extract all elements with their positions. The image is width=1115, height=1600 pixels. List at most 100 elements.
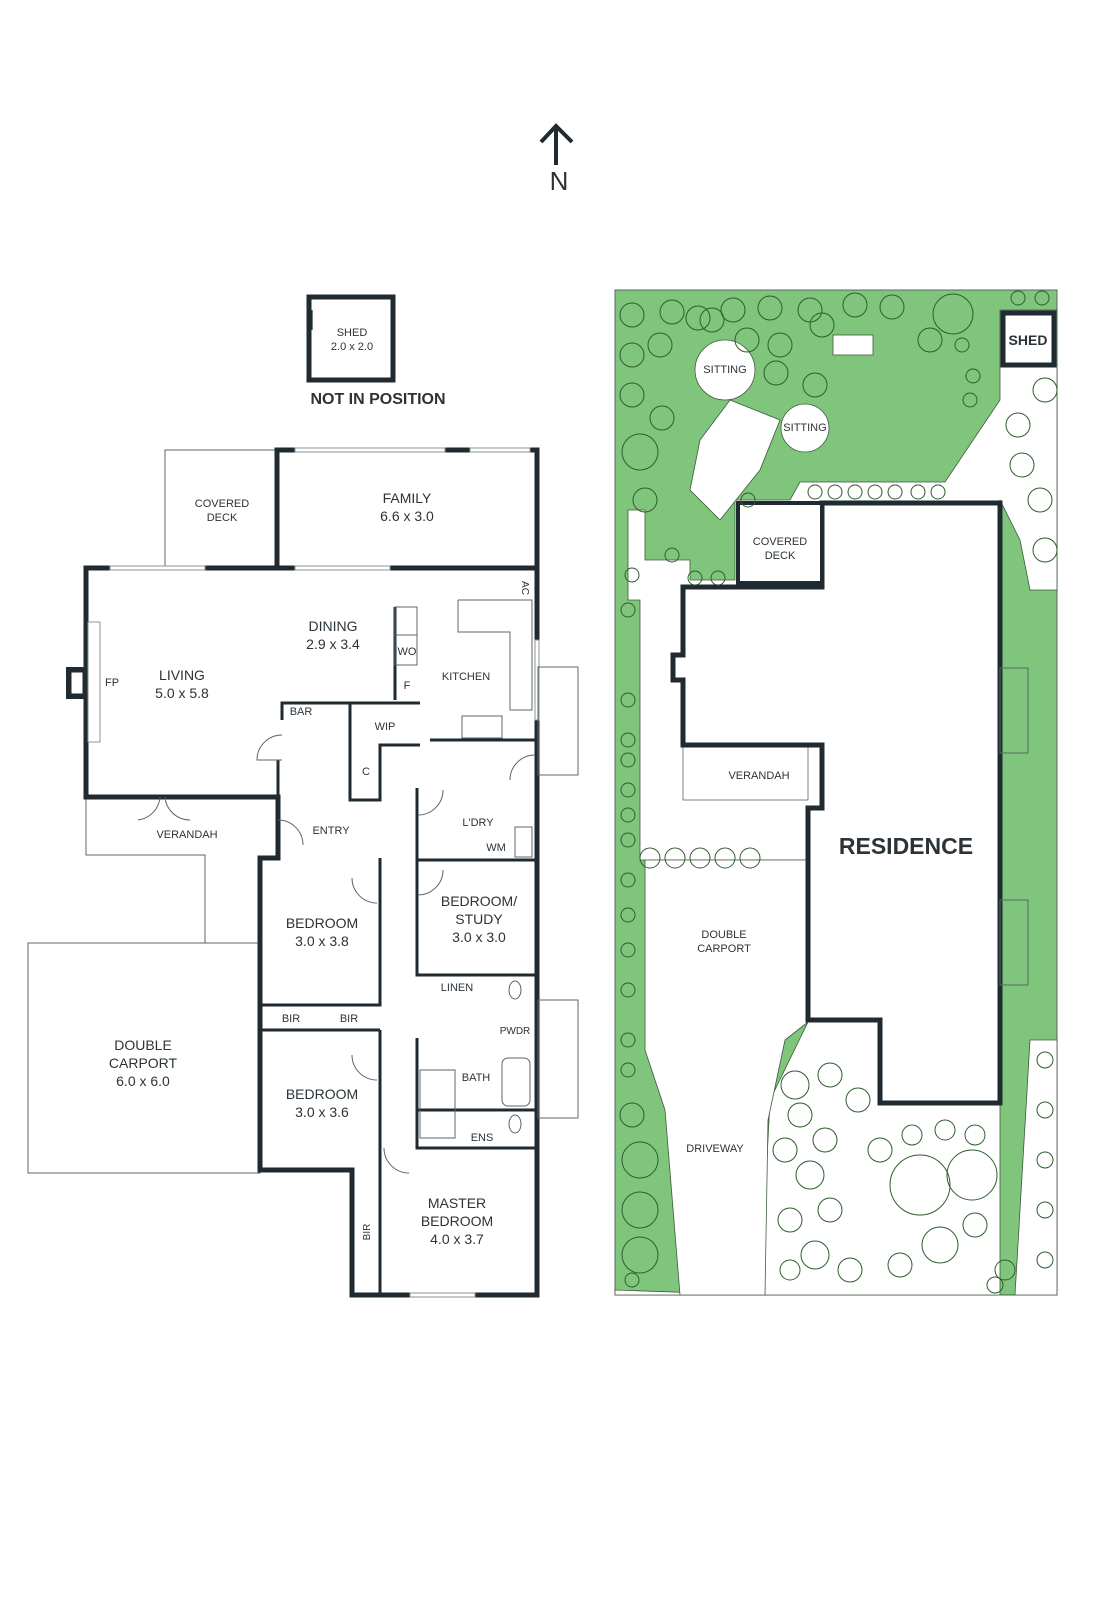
tree-icon	[847, 484, 863, 500]
trees	[619, 290, 1058, 1294]
tree-icon	[994, 1259, 1016, 1281]
laundry-label: L'DRY	[462, 817, 494, 829]
tree-icon	[962, 392, 978, 408]
family-label: FAMILY	[383, 490, 432, 506]
kitchen-label: KITCHEN	[442, 671, 490, 683]
site-carport-label: DOUBLE	[701, 929, 746, 941]
tree-icon	[632, 487, 658, 513]
tree-icon	[620, 752, 636, 768]
cooktop-icon	[461, 715, 503, 739]
north-label: N	[550, 166, 569, 196]
floor-plan-labels: COVERED DECK FAMILY 6.6 x 3.0 DINING 2.9…	[105, 490, 530, 1247]
tree-icon	[946, 1149, 998, 1201]
window	[294, 447, 446, 453]
ac-label: AC	[519, 581, 530, 595]
tree-icon	[842, 292, 868, 318]
tree-icon	[887, 484, 903, 500]
site-covered-deck	[736, 501, 824, 585]
tree-icon	[827, 484, 843, 500]
washing-machine-icon	[514, 826, 533, 858]
tree-icon	[962, 1212, 988, 1238]
bath-label: BATH	[462, 1072, 491, 1084]
tree-icon	[639, 847, 661, 869]
tree-icon	[620, 832, 636, 848]
covered-deck-label: COVERED	[195, 498, 249, 510]
family-size: 6.6 x 3.0	[380, 508, 434, 524]
not-in-position-note: NOT IN POSITION	[310, 391, 445, 408]
tree-icon	[817, 1062, 843, 1088]
tree-icon	[1005, 412, 1031, 438]
sitting-label: SITTING	[703, 364, 746, 376]
ensuite-label: ENS	[471, 1132, 494, 1144]
shed-outline	[306, 294, 396, 383]
tree-icon	[619, 302, 645, 328]
bedroom2-label: BEDROOM	[286, 1086, 358, 1102]
bedroom2-size: 3.0 x 3.6	[295, 1104, 349, 1120]
stairs	[537, 666, 579, 1119]
window	[294, 565, 391, 571]
tree-icon	[763, 360, 789, 386]
tree-icon	[687, 570, 703, 586]
living-size: 5.0 x 5.8	[155, 685, 209, 701]
tree-icon	[787, 1102, 813, 1128]
tree-icon	[800, 1240, 830, 1270]
tree-icon	[817, 1197, 843, 1223]
site-plan	[614, 289, 1058, 1296]
fp-label: FP	[105, 677, 119, 689]
carport-label-2: CARPORT	[109, 1055, 178, 1071]
tree-icon	[910, 484, 926, 500]
tree-icon	[921, 1226, 959, 1264]
tree-icon	[867, 1137, 893, 1163]
tree-icon	[1034, 290, 1050, 306]
toilet-icon	[508, 980, 522, 1000]
tree-icon	[740, 492, 756, 508]
tree-icon	[777, 1207, 803, 1233]
tree-icon	[620, 942, 636, 958]
tree-icon	[659, 299, 685, 325]
bir-label: BIR	[362, 1224, 373, 1241]
window	[469, 447, 531, 453]
site-stairs	[999, 899, 1029, 986]
north-arrow-icon	[539, 123, 574, 165]
dining-label: DINING	[309, 618, 358, 634]
tree-icon	[1036, 1101, 1054, 1119]
window	[109, 565, 206, 571]
tree-icon	[930, 484, 946, 500]
window	[534, 639, 540, 721]
shed-name: SHED	[337, 327, 368, 339]
bedroom1-label: BEDROOM	[286, 915, 358, 931]
tree-icon	[879, 294, 905, 320]
tree-icon	[620, 907, 636, 923]
tree-icon	[845, 1087, 871, 1113]
tree-icon	[779, 1259, 801, 1281]
wip-label: WIP	[375, 721, 396, 733]
tree-icon	[619, 382, 645, 408]
tree-icon	[889, 1154, 951, 1216]
tree-icon	[867, 484, 883, 500]
tree-icon	[932, 293, 974, 335]
entry-label: ENTRY	[312, 825, 350, 837]
master-label: MASTER	[428, 1195, 486, 1211]
tree-icon	[620, 807, 636, 823]
tree-icon	[1036, 1251, 1054, 1269]
tree-icon	[624, 567, 640, 583]
carport-label: DOUBLE	[114, 1037, 172, 1053]
tree-icon	[795, 1160, 825, 1190]
tree-icon	[1010, 290, 1026, 306]
tree-icon	[767, 332, 793, 358]
tree-icon	[620, 782, 636, 798]
verandah-label: VERANDAH	[156, 829, 217, 841]
tree-icon	[1032, 537, 1058, 563]
tree-icon	[620, 602, 636, 618]
shower-icon	[419, 1069, 456, 1139]
covered-deck-outline	[164, 449, 277, 567]
tree-icon	[664, 547, 680, 563]
bir-label: BIR	[340, 1013, 358, 1025]
tree-icon	[986, 1276, 1004, 1294]
tree-icon	[699, 307, 725, 333]
sitting-label: SITTING	[783, 422, 826, 434]
tree-icon	[621, 1141, 659, 1179]
tree-icon	[809, 312, 835, 338]
tree-icon	[802, 372, 828, 398]
